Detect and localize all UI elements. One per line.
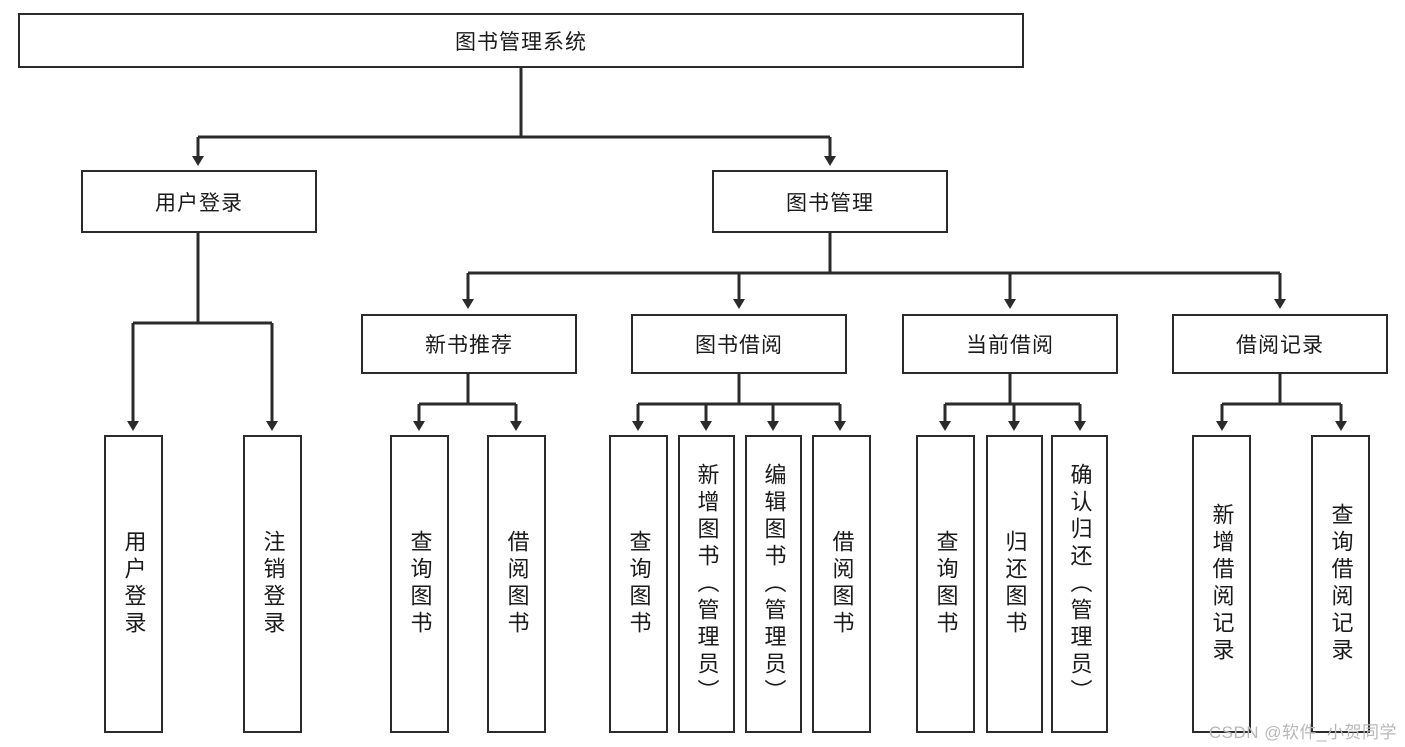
leaf-query-book-2[interactable]: 查询图书 <box>609 435 668 733</box>
leaf-user-login-label: 用户登录 <box>121 530 147 638</box>
leaf-add-record-label: 新增借阅记录 <box>1209 503 1235 665</box>
leaf-query-record[interactable]: 查询借阅记录 <box>1311 435 1370 733</box>
node-current-borrow[interactable]: 当前借阅 <box>902 314 1118 374</box>
node-book-manage[interactable]: 图书管理 <box>712 170 948 233</box>
node-current-borrow-label: 当前借阅 <box>966 334 1054 357</box>
leaf-return-book[interactable]: 归还图书 <box>986 435 1043 733</box>
leaf-borrow-book-2[interactable]: 借阅图书 <box>812 435 871 733</box>
watermark: CSDN @软件_小贺同学 <box>1208 723 1397 742</box>
node-new-book-recommend[interactable]: 新书推荐 <box>361 314 577 374</box>
leaf-query-book-3[interactable]: 查询图书 <box>916 435 975 733</box>
leaf-query-book-3-label: 查询图书 <box>933 530 959 638</box>
leaf-query-record-label: 查询借阅记录 <box>1328 503 1354 665</box>
leaf-edit-book-label: 编辑图书（管理员） <box>761 462 787 706</box>
node-book-borrow-label: 图书借阅 <box>695 334 783 357</box>
node-user-login-label: 用户登录 <box>155 191 243 215</box>
node-borrow-record[interactable]: 借阅记录 <box>1172 314 1388 374</box>
node-root[interactable]: 图书管理系统 <box>18 13 1024 68</box>
leaf-edit-book[interactable]: 编辑图书（管理员） <box>745 435 802 733</box>
node-borrow-record-label: 借阅记录 <box>1236 334 1324 357</box>
leaf-confirm-return[interactable]: 确认归还（管理员） <box>1051 435 1108 733</box>
node-book-manage-label: 图书管理 <box>786 191 874 215</box>
leaf-borrow-book-1[interactable]: 借阅图书 <box>487 435 546 733</box>
leaf-logout-login[interactable]: 注销登录 <box>243 435 302 733</box>
leaf-return-book-label: 归还图书 <box>1002 530 1028 638</box>
leaf-add-record[interactable]: 新增借阅记录 <box>1192 435 1251 733</box>
leaf-user-login[interactable]: 用户登录 <box>104 435 163 733</box>
node-new-book-recommend-label: 新书推荐 <box>425 334 513 357</box>
leaf-borrow-book-2-label: 借阅图书 <box>829 530 855 638</box>
leaf-query-book-2-label: 查询图书 <box>626 530 652 638</box>
leaf-borrow-book-1-label: 借阅图书 <box>504 530 530 638</box>
leaf-add-book-label: 新增图书（管理员） <box>694 462 720 706</box>
leaf-add-book[interactable]: 新增图书（管理员） <box>678 435 735 733</box>
node-book-borrow[interactable]: 图书借阅 <box>631 314 847 374</box>
leaf-logout-login-label: 注销登录 <box>260 530 286 638</box>
leaf-query-book-1-label: 查询图书 <box>407 530 433 638</box>
node-root-label: 图书管理系统 <box>455 30 587 54</box>
node-user-login[interactable]: 用户登录 <box>81 170 317 233</box>
leaf-query-book-1[interactable]: 查询图书 <box>390 435 449 733</box>
leaf-confirm-return-label: 确认归还（管理员） <box>1067 462 1093 706</box>
